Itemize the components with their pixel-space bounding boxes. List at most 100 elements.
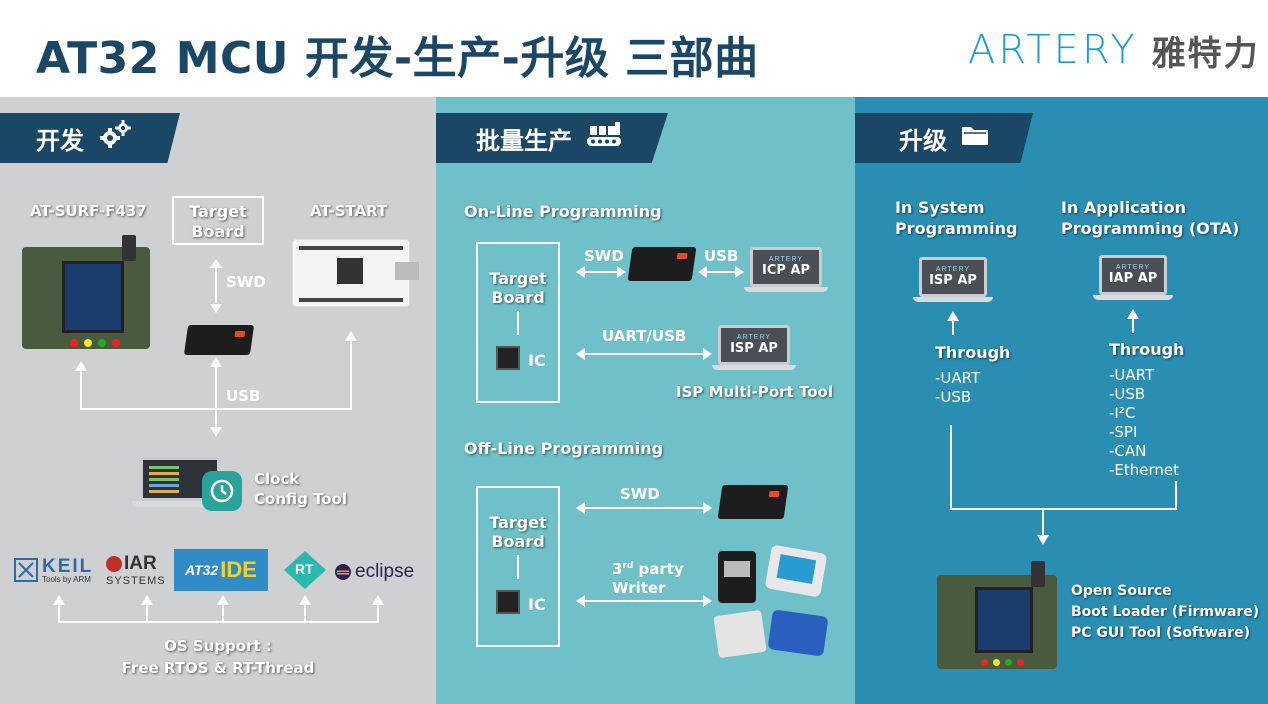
isp-tool-label: ISP Multi-Port Tool (676, 383, 833, 401)
os-bracket (58, 621, 379, 623)
pin-header (299, 246, 403, 250)
artery-logo: ARTERY 雅特力 (968, 27, 1260, 74)
ic-label: IC (528, 351, 546, 370)
logo-text: ARTERY (968, 27, 1138, 73)
ic-chip (496, 590, 520, 614)
isp-ap-label: ISP AP (730, 341, 778, 356)
swd-offline-label: SWD (620, 485, 660, 503)
isp-title: In System Programming (895, 198, 1018, 238)
at-surf-board-image (22, 235, 150, 349)
iar-icon (106, 556, 122, 572)
target-board-box-online (476, 242, 560, 403)
usb-arrow-icon (698, 266, 744, 278)
tag-development: 开发 (0, 113, 180, 163)
tag-production: 批量生产 (436, 113, 668, 163)
rt-thread-logo: RT (282, 549, 328, 591)
writer-arrow-icon (576, 595, 712, 607)
folder-icon (961, 124, 989, 152)
at32-ide-logo: AT32 IDE (174, 549, 268, 591)
tag-label: 批量生产 (476, 126, 572, 155)
target-board-label: Target Board (489, 513, 547, 551)
open-source-text: Open Source Boot Loader (Firmware) PC GU… (1071, 583, 1260, 641)
arrow-up-icon (53, 595, 65, 605)
swd-arrow-icon (210, 259, 222, 313)
iap-interface-list: -UART -USB -I²C -SPI -CAN -Ethernet (1109, 366, 1180, 479)
tag-label: 升级 (899, 126, 947, 155)
iap-through-label: Through (1109, 340, 1185, 359)
writer-device-2 (764, 544, 828, 598)
panel-development: 开发 AT-SURF-F437 Target Board AT-START SW… (0, 97, 436, 704)
gears-icon (98, 120, 132, 156)
ic-chip (496, 346, 520, 370)
iap-title: In Application Programming (OTA) (1061, 198, 1240, 238)
target-board-label: Target Board (189, 202, 247, 241)
eclipse-icon (335, 564, 351, 580)
clock-tool-laptop-base (132, 501, 228, 507)
arrow-up-icon (141, 595, 153, 605)
tag-upgrade: 升级 (855, 113, 1033, 163)
camera-module (122, 235, 136, 261)
arrow-up-icon (75, 361, 87, 371)
buttons (70, 339, 78, 347)
clock-icon (202, 471, 242, 511)
at-surf-board-image (937, 561, 1057, 669)
os-support-label: OS Support : Free RTOS & RT-Thread (121, 637, 315, 677)
uart-usb-arrow-icon (576, 348, 712, 360)
arrow-down-icon (1037, 535, 1049, 545)
panel-production: 批量生产 On-Line Programming Target Board IC… (436, 97, 855, 704)
writer-device-1 (718, 551, 756, 603)
board-label-start: AT-START (310, 202, 388, 220)
merge-bracket (950, 508, 1177, 510)
mcu-chip (337, 258, 363, 284)
swd-arrow-icon (576, 266, 626, 278)
swd-offline-arrow-icon (576, 502, 712, 514)
online-title: On-Line Programming (464, 202, 662, 221)
swd-label: SWD (584, 247, 624, 265)
arrow-up-icon (1127, 309, 1139, 319)
target-board-box-offline (476, 486, 560, 647)
arrow-down-icon (210, 427, 222, 437)
target-board-box (172, 196, 264, 245)
arrow-up-icon (345, 331, 357, 341)
page-title: AT32 MCU 开发-生产-升级 三部曲 (36, 33, 759, 84)
board-label-surf: AT-SURF-F437 (30, 202, 147, 220)
at-link-programmer (183, 325, 255, 355)
usb-label: USB (226, 387, 261, 405)
isp-ap-label: ISP AP (929, 273, 977, 288)
keil-logo: KEIL Tools by ARM (14, 557, 93, 584)
pin-header-bottom (299, 298, 403, 302)
rt-thread-icon (284, 551, 326, 589)
eclipse-logo: eclipse (334, 561, 414, 583)
iap-ap-label: IAP AP (1108, 271, 1158, 286)
target-board-label: Target Board (489, 269, 547, 307)
arrow-up-icon (217, 595, 229, 605)
writer-device-3 (713, 609, 767, 659)
usb-line-right (350, 340, 352, 409)
uart-usb-label: UART/USB (602, 327, 687, 345)
arrow-up-icon (947, 311, 959, 321)
offline-title: Off-Line Programming (464, 439, 664, 458)
at-link-programmer (627, 247, 697, 281)
icp-ap-label: ICP AP (761, 263, 811, 278)
at-link-programmer-offline (717, 485, 789, 519)
arrow-up-icon (210, 357, 222, 367)
usb-label: USB (704, 247, 739, 265)
usb-connector (395, 262, 419, 280)
isp-interface-list: -UART -USB (935, 369, 981, 406)
swd-label: SWD (226, 273, 266, 291)
ic-label: IC (528, 595, 546, 614)
panel-upgrade: 升级 In System Programming In Application … (855, 97, 1268, 704)
clock-tool-label: Clock Config Tool (254, 470, 348, 508)
tag-label: 开发 (36, 126, 84, 155)
writer-device-4 (767, 609, 829, 657)
usb-line-left (80, 369, 82, 409)
at-start-board-image (292, 239, 419, 307)
arrow-up-icon (299, 595, 311, 605)
logo-cn: 雅特力 (1151, 33, 1260, 74)
arrow-up-icon (372, 595, 384, 605)
conveyor-icon (586, 122, 622, 154)
isp-through-label: Through (935, 343, 1011, 362)
lcd-screen (62, 261, 124, 333)
header: AT32 MCU 开发-生产-升级 三部曲 ARTERY 雅特力 (0, 0, 1268, 97)
iar-logo: IAR SYSTEMS (106, 553, 166, 587)
